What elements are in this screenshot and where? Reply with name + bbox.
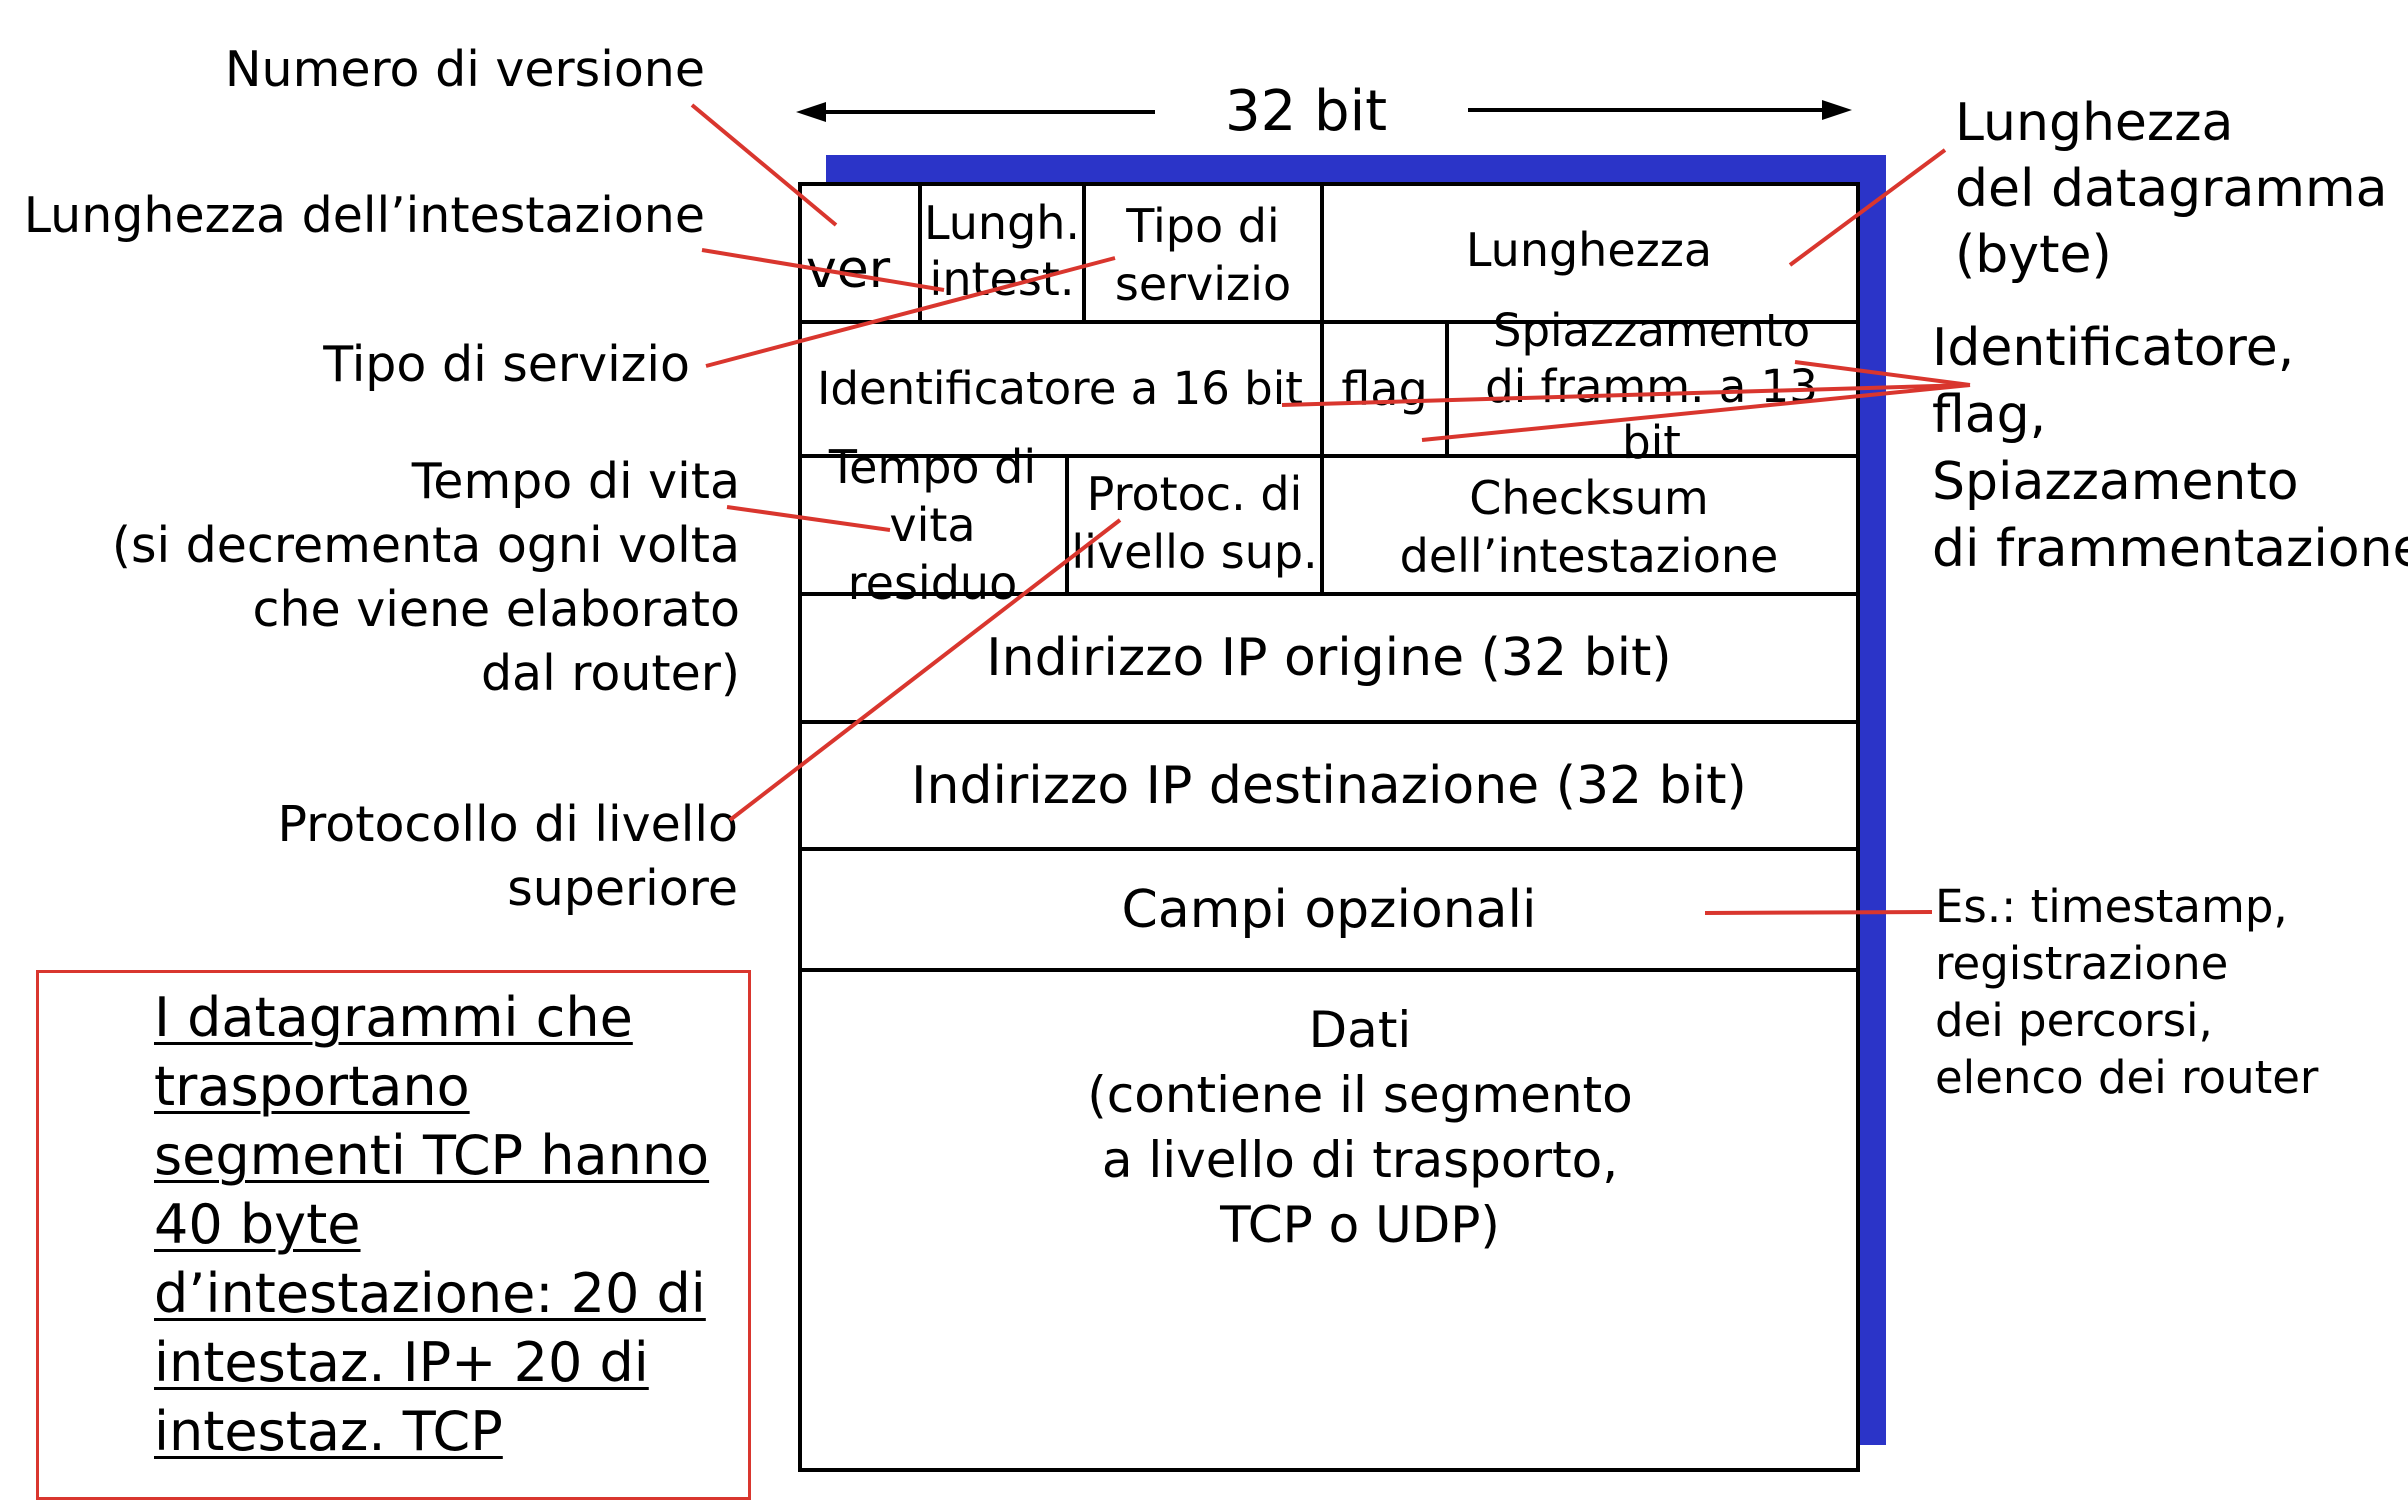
label-ttl: Tempo di vita (si decrementa ogni volta … xyxy=(111,453,740,702)
ttl-field: Tempo di vita residuo xyxy=(828,440,1037,610)
tcp-note-text: I datagrammi che trasportano segmenti TC… xyxy=(154,986,710,1463)
flag-field: flag xyxy=(1341,362,1428,416)
row-divider xyxy=(798,847,1860,851)
width-label: 32 bit xyxy=(1225,79,1388,144)
row-divider xyxy=(798,454,1860,458)
data-field: Dati (contiene il segmento a livello di … xyxy=(1087,1001,1633,1254)
version-field: ver xyxy=(806,240,891,300)
label-version-number: Numero di versione xyxy=(224,41,705,98)
service-type-field: Tipo di servizio xyxy=(1114,199,1292,311)
header-length-field: Lungh. intest. xyxy=(923,196,1081,306)
row-divider xyxy=(798,592,1860,596)
checksum-field: Checksum dell’intestazione xyxy=(1399,471,1779,583)
label-protocol: Protocollo di livello superiore xyxy=(277,796,739,917)
label-options-example: Es.: timestamp, registrazione dei percor… xyxy=(1935,880,2319,1104)
col-divider xyxy=(1082,182,1086,322)
tcp-note-box xyxy=(36,970,751,1500)
row-divider xyxy=(798,968,1860,972)
length-field: Lunghezza xyxy=(1465,223,1713,277)
label-datagram-length: Lunghezza del datagramma (byte) xyxy=(1955,93,2388,285)
protocol-field: Protoc. di livello sup. xyxy=(1071,467,1318,579)
row-divider xyxy=(798,720,1860,724)
options-field: Campi opzionali xyxy=(1121,879,1537,940)
dest-ip-field: Indirizzo IP destinazione (32 bit) xyxy=(911,755,1747,816)
source-ip-field: Indirizzo IP origine (32 bit) xyxy=(986,628,1672,688)
fragment-offset-field: Spiazzamento di framm. a 13 bit xyxy=(1485,304,1818,469)
label-header-length: Lunghezza dell’intestazione xyxy=(23,187,705,244)
label-service-type: Tipo di servizio xyxy=(323,336,690,393)
label-fragmentation: Identificatore, flag, Spiazzamento di fr… xyxy=(1932,318,2408,579)
identifier-field: Identificatore a 16 bit xyxy=(817,362,1303,415)
row-divider xyxy=(798,320,1860,324)
